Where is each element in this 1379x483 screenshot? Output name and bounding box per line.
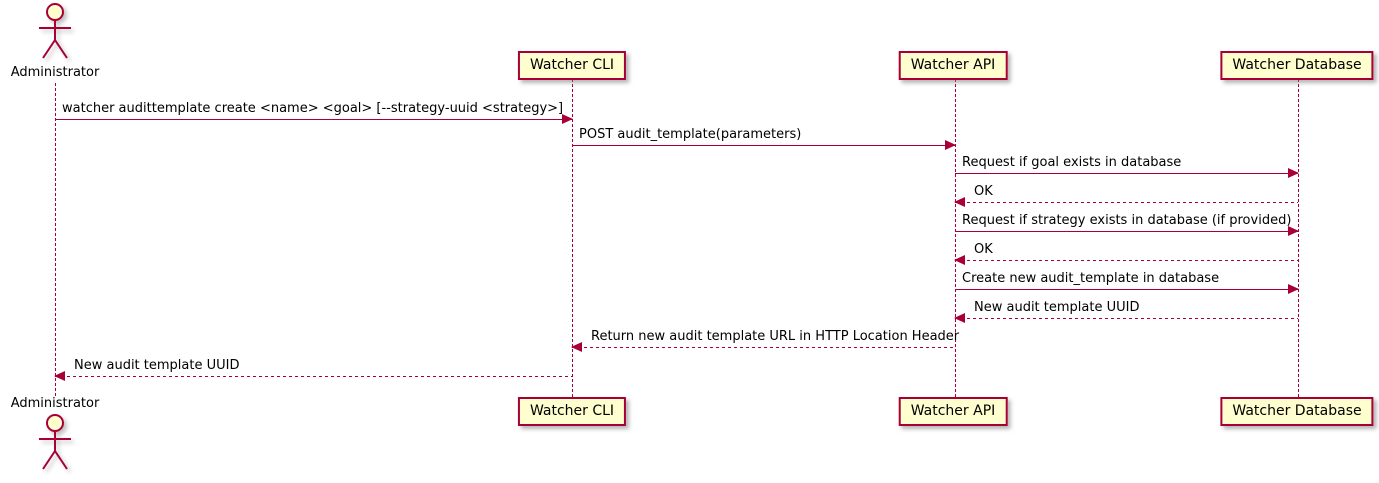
actor-figure-bottom — [34, 413, 76, 473]
message-request-strategy-exists: Request if strategy exists in database (… — [955, 213, 1299, 236]
message-label: OK — [974, 184, 993, 199]
message-label: watcher audittemplate create <name> <goa… — [62, 101, 564, 116]
message-label: Create new audit_template in database — [962, 271, 1220, 286]
stick-figure-icon — [39, 3, 71, 59]
message-label: Request if strategy exists in database (… — [962, 213, 1292, 228]
message-arrow — [954, 197, 1298, 207]
arrowhead-left-icon — [54, 371, 65, 381]
lifeline-watcher-api — [955, 79, 956, 397]
message-arrow — [954, 313, 1298, 323]
message-new-uuid-to-admin: New audit template UUID — [54, 358, 572, 381]
message-new-uuid-from-db: New audit template UUID — [954, 300, 1298, 323]
arrowhead-right-icon — [1288, 168, 1299, 178]
participant-watcher-database-bottom: Watcher Database — [1220, 397, 1374, 426]
message-ok-goal: OK — [954, 184, 1298, 207]
participant-watcher-api-bottom: Watcher API — [898, 397, 1008, 426]
message-cli-create-command: watcher audittemplate create <name> <goa… — [55, 101, 573, 124]
message-arrow — [955, 168, 1299, 178]
message-arrow — [54, 371, 572, 381]
lifeline-watcher-cli — [572, 79, 573, 397]
participant-watcher-database-top: Watcher Database — [1220, 51, 1374, 80]
message-ok-strategy: OK — [954, 242, 1298, 265]
message-label: Return new audit template URL in HTTP Lo… — [591, 329, 960, 344]
message-arrow — [954, 255, 1298, 265]
message-arrow — [571, 342, 955, 352]
arrowhead-left-icon — [571, 342, 582, 352]
arrowhead-right-icon — [945, 140, 956, 150]
participant-watcher-api-top: Watcher API — [898, 51, 1008, 80]
message-label: New audit template UUID — [974, 300, 1140, 315]
message-label: OK — [974, 242, 993, 257]
arrowhead-left-icon — [954, 197, 965, 207]
message-arrow — [55, 114, 573, 124]
stick-figure-icon — [39, 414, 71, 470]
message-arrow — [955, 284, 1299, 294]
message-label: POST audit_template(parameters) — [579, 127, 802, 142]
message-label: Request if goal exists in database — [962, 155, 1182, 170]
message-create-audit-template-db: Create new audit_template in database — [955, 271, 1299, 294]
arrowhead-right-icon — [1288, 226, 1299, 236]
lifeline-watcher-database — [1298, 79, 1299, 397]
actor-figure-top — [34, 2, 76, 62]
arrowhead-left-icon — [954, 313, 965, 323]
actor-label-bottom: Administrator — [10, 396, 100, 411]
actor-label-top: Administrator — [10, 65, 100, 80]
arrowhead-left-icon — [954, 255, 965, 265]
participant-watcher-cli-top: Watcher CLI — [517, 51, 627, 80]
message-arrow — [572, 140, 956, 150]
message-post-audit-template: POST audit_template(parameters) — [572, 127, 956, 150]
arrowhead-right-icon — [1288, 284, 1299, 294]
lifeline-administrator — [55, 83, 56, 396]
arrowhead-right-icon — [562, 114, 573, 124]
message-arrow — [955, 226, 1299, 236]
participant-watcher-cli-bottom: Watcher CLI — [517, 397, 627, 426]
message-label: New audit template UUID — [74, 358, 240, 373]
message-request-goal-exists: Request if goal exists in database — [955, 155, 1299, 178]
message-return-url-location-header: Return new audit template URL in HTTP Lo… — [571, 329, 960, 352]
